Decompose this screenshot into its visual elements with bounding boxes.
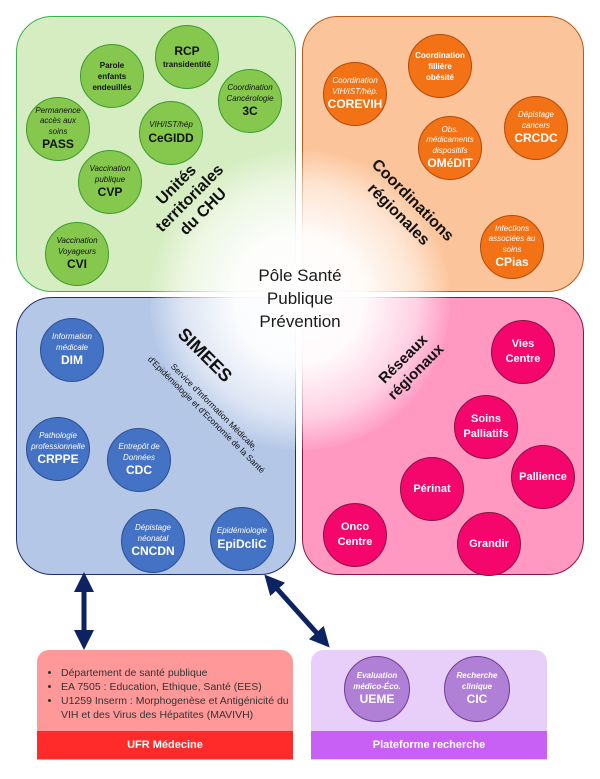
circle-cvp[interactable]: Vaccination publique CVP bbox=[78, 150, 142, 214]
circle-pass[interactable]: Permanence accès aux soins PASS bbox=[26, 97, 90, 161]
pole-sante-title: Pôle Santé Publique Prévention bbox=[258, 266, 342, 331]
circle-cegidd[interactable]: VIH/IST/hép CeGIDD bbox=[139, 101, 203, 165]
circle-crcdc[interactable]: Dépistage cancers CRCDC bbox=[504, 96, 568, 160]
circle-pallience[interactable]: Pallience bbox=[511, 445, 575, 509]
circle-cdc[interactable]: Entrepôt de Données CDC bbox=[107, 428, 171, 492]
circle-coordination-obesite[interactable]: Coordination fillière obésité bbox=[408, 34, 472, 98]
arrow-simees-plateforme bbox=[264, 574, 330, 648]
circle-cic[interactable]: Recherche clinique CIC bbox=[444, 656, 510, 722]
circle-rcp[interactable]: RCP transidentité bbox=[155, 25, 219, 89]
ufr-medecine-label: UFR Médecine bbox=[37, 731, 293, 759]
circle-cncdn[interactable]: Dépistage néonatal CNCDN bbox=[121, 509, 185, 573]
circle-omedit[interactable]: Obs. médicaments dispositifs OMéDIT bbox=[418, 116, 482, 180]
circle-soins-palliatifs[interactable]: Soins Palliatifs bbox=[454, 395, 518, 459]
circle-ueme[interactable]: Evaluation médico-Éco. UEME bbox=[344, 656, 410, 722]
circle-onco-centre[interactable]: Onco Centre bbox=[323, 503, 387, 567]
ufr-items-list: Département de santé publique EA 7505 : … bbox=[45, 666, 293, 722]
ufr-item: U1259 Inserm : Morphogenèse et Antigénic… bbox=[61, 694, 293, 722]
circle-vies-centre[interactable]: Vies Centre bbox=[491, 320, 555, 384]
circle-dim[interactable]: Information médicale DIM bbox=[40, 318, 104, 382]
circle-3c[interactable]: Coordination Cancérologie 3C bbox=[218, 69, 282, 133]
circle-perinat[interactable]: Périnat bbox=[400, 457, 464, 521]
circle-epidclic[interactable]: Epidémiologie EpiDcliC bbox=[210, 507, 274, 571]
circle-cvi[interactable]: Vaccination Voyageurs CVI bbox=[45, 222, 109, 286]
ufr-item: Département de santé publique bbox=[61, 666, 293, 680]
circle-crppe[interactable]: Pathologie professionnelle CRPPE bbox=[26, 417, 90, 481]
plateforme-recherche-label: Plateforme recherche bbox=[311, 731, 547, 759]
ufr-item: EA 7505 : Education, Ethique, Santé (EES… bbox=[61, 680, 293, 694]
circle-parole-enfants[interactable]: Parole enfants endeuillés bbox=[80, 44, 144, 108]
circle-grandir[interactable]: Grandir bbox=[457, 512, 521, 576]
circle-cpias[interactable]: Infections associées au soins CPias bbox=[480, 215, 544, 279]
circle-corevih[interactable]: Coordination VIH/IST/hép. COREVIH bbox=[323, 62, 387, 126]
